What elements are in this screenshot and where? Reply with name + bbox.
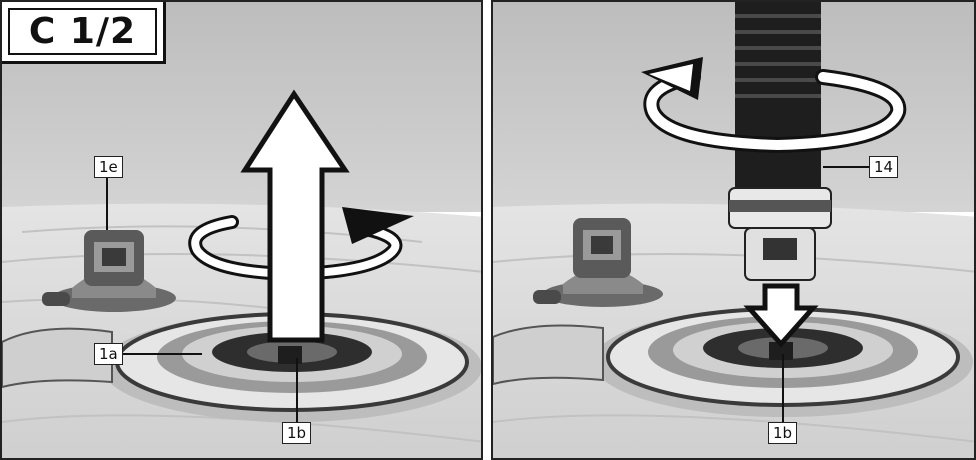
left-illustration	[2, 2, 483, 460]
leader-line	[782, 354, 784, 422]
callout-valve-cap: 1e	[94, 156, 123, 178]
leader-line	[122, 353, 202, 355]
callout-valve-pin: 1b	[768, 422, 797, 444]
callout-pump-hose: 14	[869, 156, 898, 178]
left-instruction-panel: C 1/2 1e 1a 1b	[0, 0, 483, 460]
leader-line	[823, 166, 869, 168]
step-badge: C 1/2	[2, 2, 166, 64]
right-illustration	[493, 2, 976, 460]
callout-valve-base: 1a	[94, 343, 123, 365]
leader-line	[106, 178, 108, 230]
step-label: C 1/2	[8, 8, 157, 55]
callout-valve-pin: 1b	[282, 422, 311, 444]
leader-line	[296, 358, 298, 422]
right-instruction-panel: 14 1b	[491, 0, 976, 460]
